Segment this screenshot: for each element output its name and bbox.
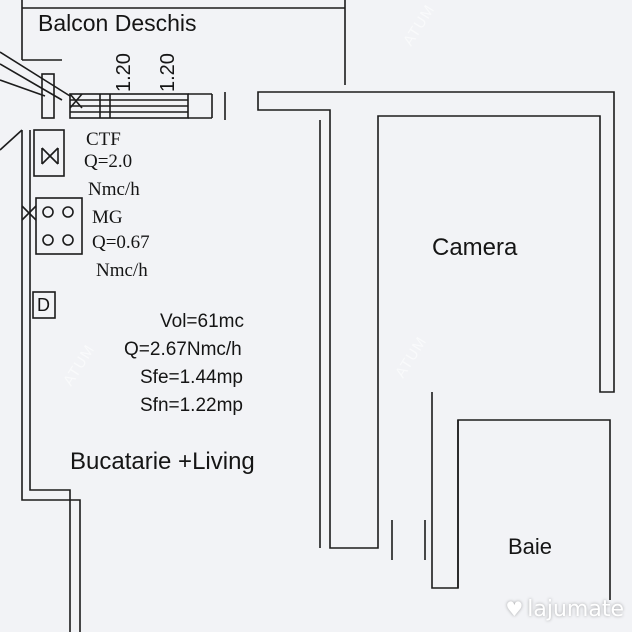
mg-unit: Nmc/h (96, 260, 148, 281)
spec-sfe: Sfe=1.44mp (140, 367, 243, 388)
dimension-label: 1.20 (113, 53, 135, 92)
room-label-bedroom: Camera (432, 234, 518, 261)
spec-volume: Vol=61mc (160, 311, 244, 332)
room-label-balcony: Balcon Deschis (38, 10, 197, 36)
ctf-flow: Q=2.0 (84, 151, 133, 172)
brand-watermark: ♥lajumate (505, 597, 624, 622)
stove (35, 197, 83, 255)
ctf-box (33, 129, 65, 177)
spec-sfn: Sfn=1.22mp (140, 395, 243, 416)
mg-label: MG (92, 207, 123, 228)
mg-flow: Q=0.67 (92, 232, 150, 253)
room-label-kitchen-living: Bucatarie +Living (70, 448, 255, 475)
heart-logo-icon: ♥ (505, 597, 524, 621)
bedroom-wall (257, 91, 615, 549)
room-label-bathroom: Baie (508, 534, 553, 559)
brand-name: lajumate (527, 597, 624, 622)
ctf-label: CTF (86, 129, 121, 150)
d-box (32, 291, 56, 319)
balcony-outline (21, 0, 346, 85)
d-label: D (37, 295, 50, 315)
kitchen-wall (21, 130, 81, 632)
dimension-label: 1.20 (157, 53, 179, 92)
spec-flow-total: Q=2.67Nmc/h (124, 339, 242, 360)
ctf-unit: Nmc/h (88, 179, 140, 200)
